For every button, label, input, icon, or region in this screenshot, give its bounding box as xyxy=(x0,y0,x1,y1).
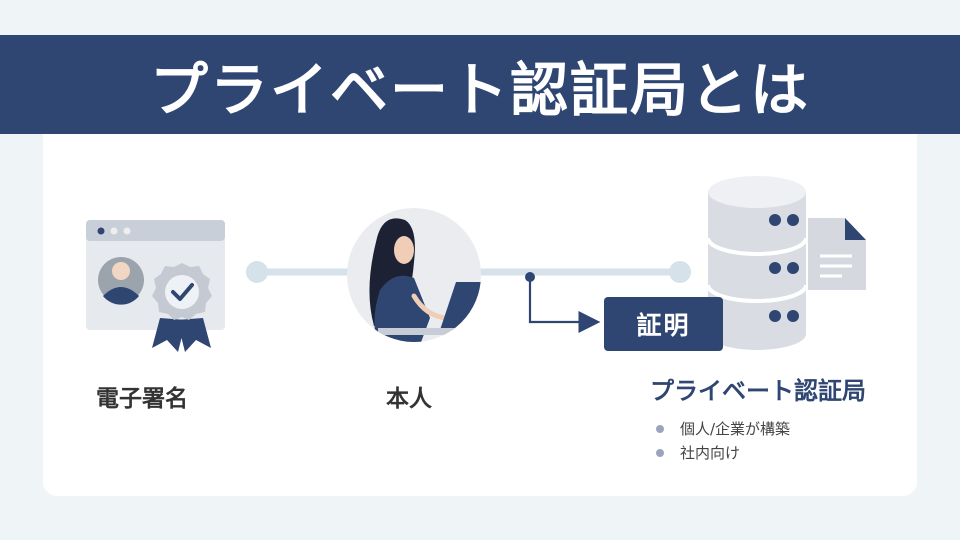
proof-badge: 証明 xyxy=(604,297,723,351)
ca-points-list: 個人/企業が構築 社内向け xyxy=(652,417,790,465)
bullet-dot xyxy=(656,425,664,433)
person-at-laptop-icon xyxy=(347,208,481,342)
ca-point-text: 個人/企業が構築 xyxy=(680,420,791,438)
ca-title: プライベート認証局 xyxy=(650,377,866,405)
browser-certificate-icon xyxy=(86,220,225,352)
title-banner: プライベート認証局とは xyxy=(0,35,960,134)
ca-point-text: 社内向け xyxy=(680,444,741,462)
proof-arrow xyxy=(525,272,601,333)
person-label: 本人 xyxy=(386,386,432,412)
list-item: 個人/企業が構築 xyxy=(652,417,790,441)
page-title: プライベート認証局とは xyxy=(149,55,810,124)
signature-label: 電子署名 xyxy=(96,386,188,412)
list-item: 社内向け xyxy=(652,441,790,465)
proof-label: 証明 xyxy=(636,311,691,340)
bullet-dot xyxy=(656,449,664,457)
server-document-icon xyxy=(706,176,866,350)
